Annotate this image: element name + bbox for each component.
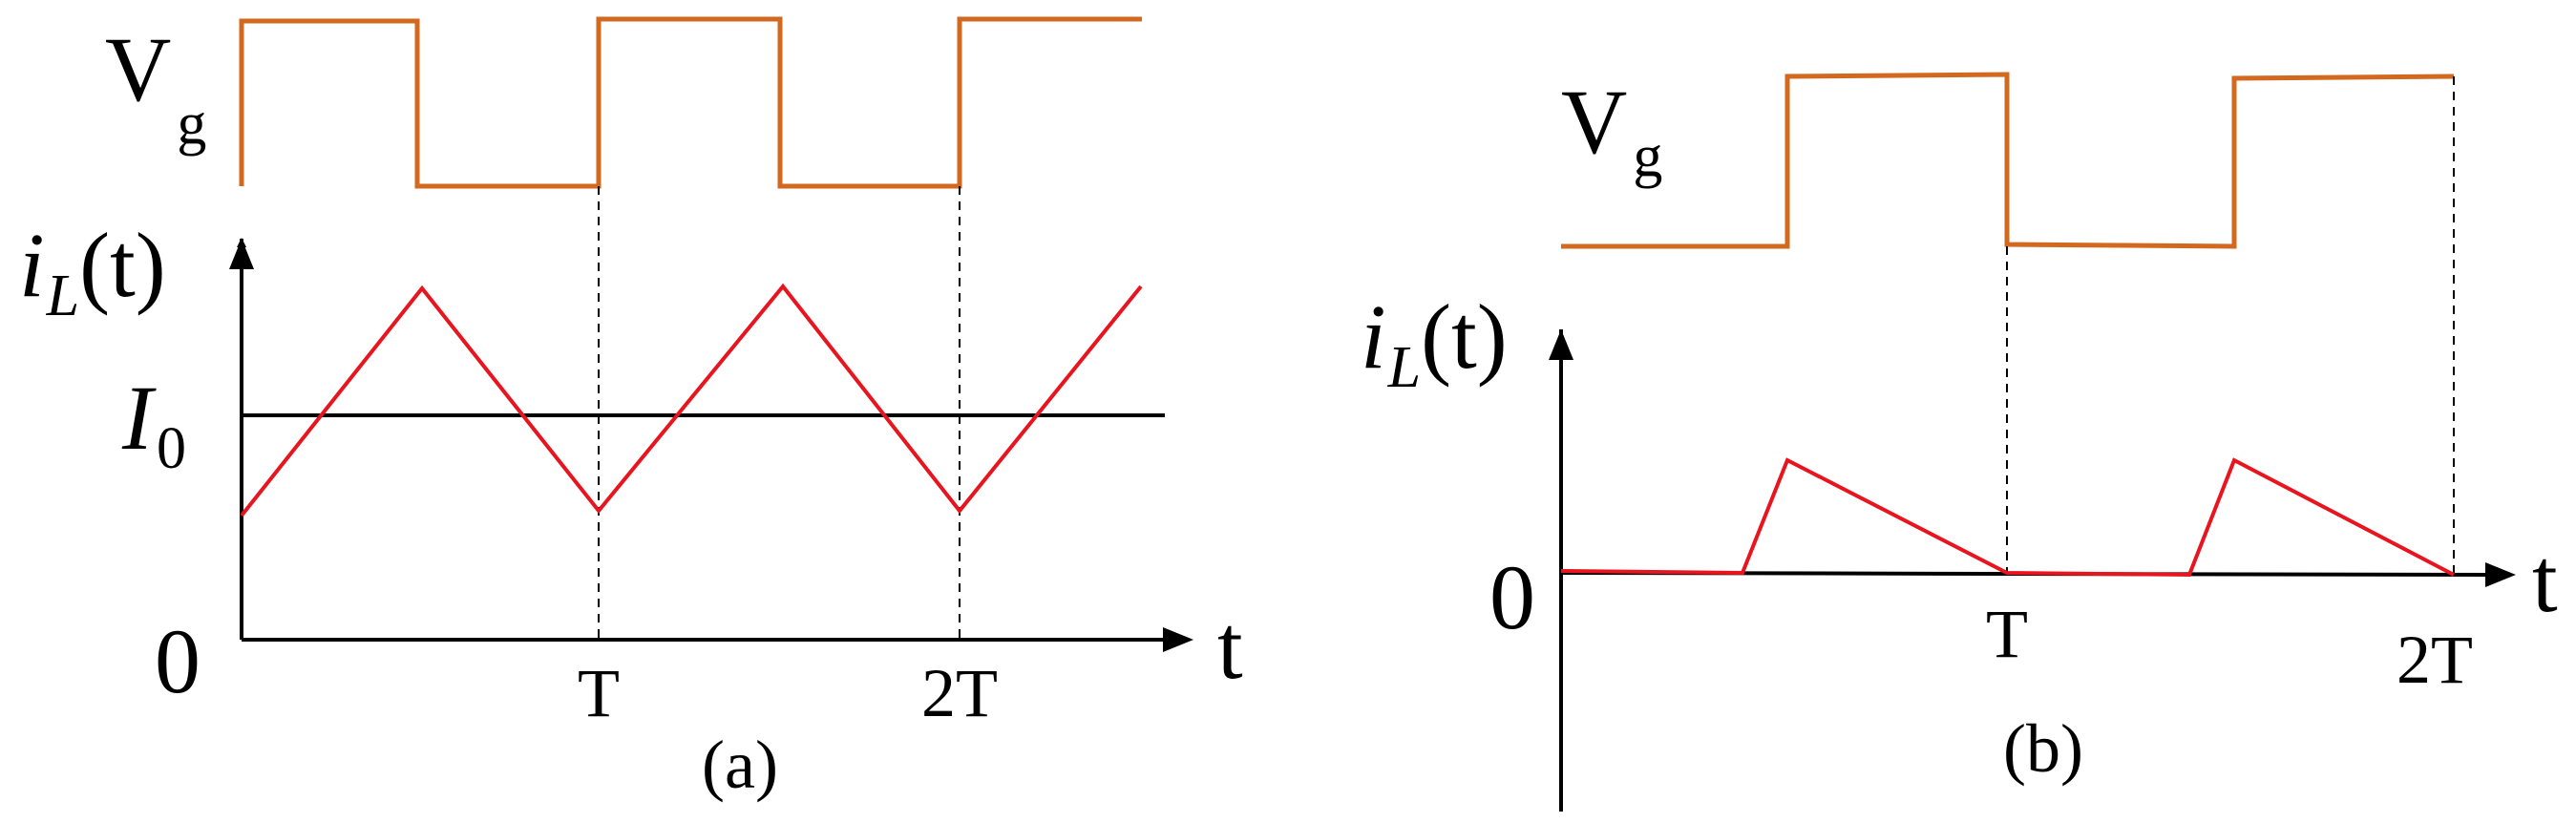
panel-a: Vg iL(t) I0 0 t T 2T (a) [19, 16, 1243, 803]
panel-a-current-label: iL(t) [19, 214, 166, 328]
panel-a-time-axis-label: t [1217, 596, 1243, 698]
panel-a-x-arrowhead [1163, 627, 1193, 652]
panel-a-caption: (a) [702, 727, 778, 803]
panel-b-tick-t: T [1986, 596, 2028, 672]
panel-b-caption: (b) [2003, 710, 2083, 787]
panel-b-y-arrowhead [1549, 329, 1573, 360]
panel-b-x-arrowhead [2485, 562, 2516, 587]
panel-b: Vg iL(t) 0 t T 2T (b) [1361, 71, 2558, 812]
panel-a-inductor-current [240, 283, 1143, 517]
panel-a-tick-2t: 2T [921, 655, 998, 731]
panel-b-current-label: iL(t) [1361, 285, 1508, 400]
panel-a-i0-label: I0 [121, 367, 186, 481]
panel-b-tick-2t: 2T [2397, 622, 2473, 698]
panel-b-inductor-current [1560, 457, 2455, 578]
panel-b-gate-signal [1561, 72, 2455, 249]
panel-b-origin-label: 0 [1489, 546, 1535, 648]
panel-a-gate-label: Vg [105, 18, 206, 157]
panel-a-tick-t: T [578, 655, 620, 731]
panel-a-gate-signal [239, 16, 1142, 189]
panel-a-origin-label: 0 [155, 610, 201, 712]
panel-b-time-axis-label: t [2532, 529, 2558, 631]
panel-a-y-arrowhead [229, 239, 254, 269]
panel-b-gate-label: Vg [1561, 71, 1662, 189]
